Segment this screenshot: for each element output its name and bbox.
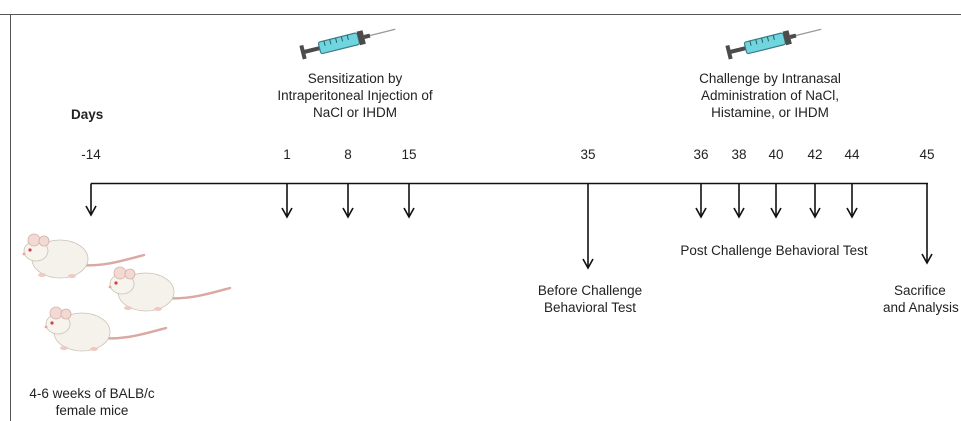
day-arrow — [921, 183, 933, 265]
day-label: 45 — [919, 147, 935, 162]
challenge-line-2: Administration of NaCl, — [700, 88, 840, 103]
day-label: 44 — [844, 147, 860, 162]
day-arrow — [281, 183, 293, 219]
day-label: 35 — [580, 147, 596, 162]
sacrifice-line-2: and Analysis — [883, 300, 959, 315]
sensitization-line-1: Sensitization by — [307, 71, 403, 86]
day-arrow — [85, 183, 97, 217]
sensitization-line-3: NaCl or IHDM — [312, 105, 398, 120]
day-label: 42 — [807, 147, 823, 162]
mouse-icon — [107, 265, 232, 313]
day-label: 40 — [768, 147, 784, 162]
frame-left-border — [10, 14, 11, 421]
day-label: 36 — [693, 147, 709, 162]
challenge-line-1: Challenge by Intranasal — [699, 71, 841, 86]
frame-top-border — [0, 14, 961, 15]
day-arrow — [582, 183, 594, 270]
days-label: Days — [71, 107, 104, 122]
challenge-line-3: Histamine, or IHDM — [711, 105, 829, 120]
day-arrow — [733, 183, 745, 219]
day-label: 38 — [731, 147, 747, 162]
day-arrow — [846, 183, 858, 219]
day-label: 8 — [344, 147, 352, 162]
syringe-icon — [724, 21, 824, 61]
day-arrow — [403, 183, 415, 219]
day-arrow — [695, 183, 707, 219]
syringe-icon — [298, 21, 398, 61]
day-arrow — [809, 183, 821, 219]
day-label: 1 — [283, 147, 291, 162]
post-challenge-test-label: Post Challenge Behavioral Test — [680, 243, 868, 258]
mice-line-1: 4-6 weeks of BALB/c — [29, 386, 155, 401]
mouse-icon — [43, 305, 168, 353]
day-arrows — [85, 183, 933, 270]
day-arrow — [770, 183, 782, 219]
mice-line-2: female mice — [55, 403, 129, 418]
sensitization-line-2: Intraperitoneal Injection of — [277, 88, 433, 103]
day-arrow — [342, 183, 354, 219]
day-label: -14 — [81, 147, 101, 162]
before-challenge-line-2: Behavioral Test — [543, 300, 637, 315]
sacrifice-line-1: Sacrifice — [894, 283, 946, 298]
day-label: 15 — [401, 147, 417, 162]
before-challenge-line-1: Before Challenge — [537, 283, 643, 298]
